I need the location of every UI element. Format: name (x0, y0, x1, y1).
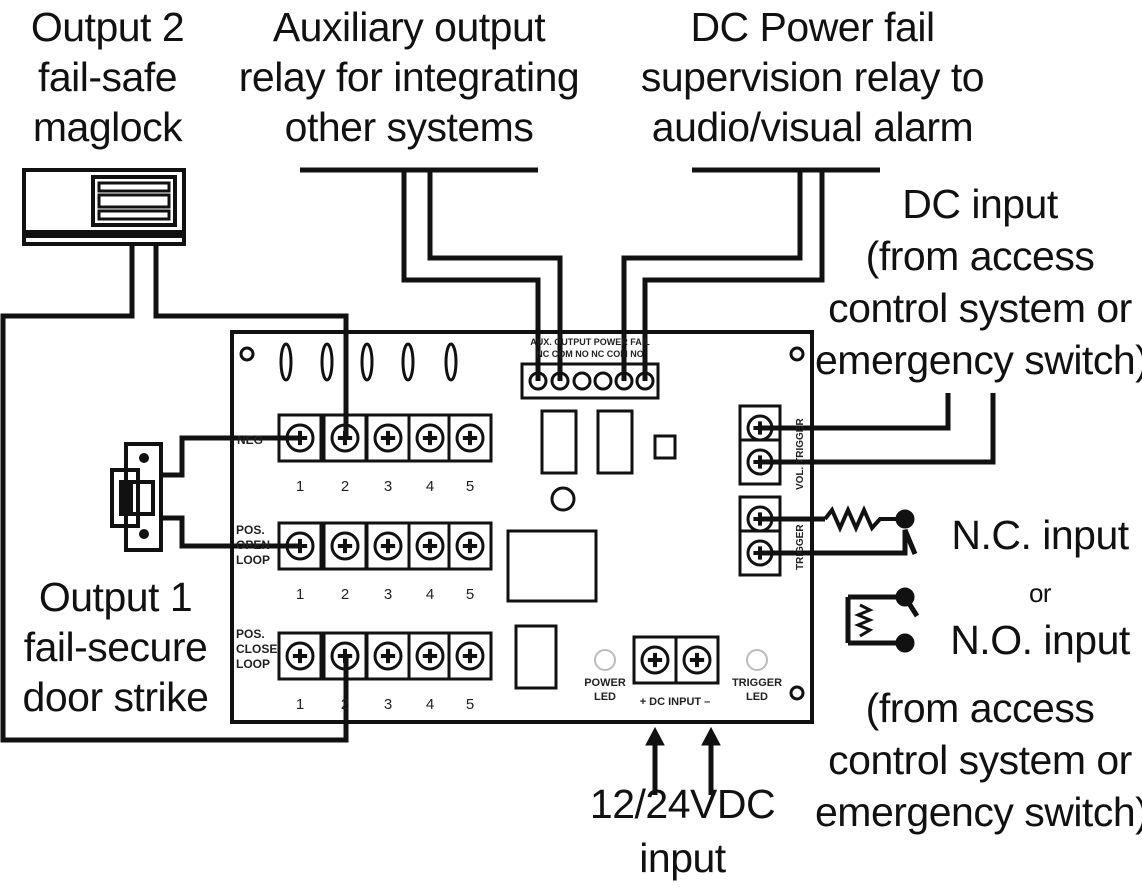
terminal-number: 3 (384, 696, 392, 713)
main-relay (506, 529, 598, 603)
or-label: or (1028, 578, 1052, 608)
dc-input-board-label: + DC INPUT – (640, 696, 711, 708)
relay-terminal-screws (528, 371, 655, 391)
pos-open-label-1: POS. (236, 523, 265, 537)
dc-power-fail-label: DC Power fail supervision relay to audio… (630, 2, 995, 152)
vol-trigger-label: VOL. TRIGGER (795, 418, 806, 490)
output1-line2: fail-secure (23, 624, 208, 670)
terminal-number: 4 (426, 586, 434, 603)
neg-label: NEG (237, 433, 263, 447)
mounting-hole (789, 685, 805, 701)
from-access-label-2: (from access control system or emergency… (815, 682, 1142, 838)
terminal-number: 5 (466, 586, 474, 603)
no-input-label: N.O. input (950, 617, 1130, 663)
dcpf-line1: DC Power fail (690, 4, 935, 50)
terminal-pos-close-1 (277, 631, 323, 681)
terminal-number: 4 (426, 478, 434, 495)
terminal-number: 5 (466, 478, 474, 495)
pos-close-label-2: CLOSE (236, 642, 277, 656)
door-strike-icon (110, 442, 163, 552)
terminal-number: 1 (296, 696, 304, 713)
terminal-number: 5 (466, 696, 474, 713)
output2-line2: fail-safe (37, 54, 178, 100)
terminal-number: 1 (296, 478, 304, 495)
terminal-dc-input-2 (674, 635, 720, 685)
output1-line1: Output 1 (38, 574, 193, 620)
terminal-number: 2 (341, 478, 349, 495)
terminal-pos-open-5 (447, 521, 493, 571)
trigger-led (746, 649, 768, 671)
terminal-blocks (277, 404, 782, 685)
terminal-pos-open-4 (407, 521, 453, 571)
terminal-neg-3 (365, 413, 411, 463)
terminal-number: 1 (296, 586, 304, 603)
vdc-line2: input (639, 835, 726, 881)
relay-header-top: AUX. OUTPUT POWER FAIL (530, 337, 650, 347)
mounting-hole (789, 346, 805, 362)
aux-line3: other systems (284, 104, 534, 150)
capacitor (550, 486, 576, 512)
output2-line3: maglock (32, 104, 183, 150)
fa2-line2: control system or (828, 737, 1132, 783)
output2-line1: Output 2 (30, 4, 185, 50)
power-led (594, 649, 616, 671)
terminal-pos-close-5 (447, 631, 493, 681)
terminal-pos-close-4 (407, 631, 453, 681)
mounting-hole (239, 346, 255, 362)
fa2-line1: (from access (865, 685, 1095, 731)
nc-input-label: N.C. input (951, 512, 1129, 558)
terminal-dc-input-1 (632, 635, 678, 685)
dc-input-label: DC input (from access control system or … (815, 178, 1142, 386)
terminal-neg-4 (407, 413, 453, 463)
pos-open-label-2: OPEN (236, 538, 270, 552)
relay-power-fail (596, 409, 634, 475)
pos-close-label-1: POS. (236, 627, 265, 641)
trigger-led-label-1: TRIGGER (732, 677, 782, 689)
trigger-led-label-2: LED (746, 691, 768, 703)
dcin-line4: emergency switch) (815, 337, 1142, 383)
output1-line3: door strike (22, 674, 209, 720)
terminal-number: 2 (341, 696, 349, 713)
vdc-input-label: 12/24VDC input (565, 777, 800, 885)
power-led-label-2: LED (594, 691, 616, 703)
dcpf-line3: audio/visual alarm (651, 104, 974, 150)
terminal-number: 4 (426, 696, 434, 713)
fuses (279, 342, 458, 382)
dcpf-line2: supervision relay to (640, 54, 985, 100)
aux-line2: relay for integrating (238, 54, 580, 100)
fa2-line3: emergency switch) (815, 789, 1142, 835)
pos-open-label-3: LOOP (236, 553, 270, 567)
output1-label: Output 1 fail-secure door strike (8, 572, 223, 722)
dcin-line2: (from access (865, 233, 1095, 279)
pos-close-label-3: LOOP (236, 657, 270, 671)
terminal-number: 2 (341, 586, 349, 603)
maglock-icon (22, 168, 186, 246)
relay-header-bottom: NC COM NO NC COM NO (536, 349, 644, 359)
relay-aux (540, 409, 578, 475)
pcb-board (230, 330, 814, 724)
terminal-number: 3 (384, 586, 392, 603)
dcin-line3: control system or (828, 285, 1132, 331)
terminal-pos-open-3 (365, 521, 411, 571)
connector-socket (514, 624, 558, 690)
ic-chip (653, 434, 677, 460)
terminal-pos-open-2 (322, 521, 368, 571)
relay-terminal-block (520, 362, 660, 400)
output2-label: Output 2 fail-safe maglock (10, 2, 205, 152)
wires (0, 167, 996, 795)
aux-line1: Auxiliary output (272, 4, 546, 50)
terminal-pos-close-3 (365, 631, 411, 681)
vdc-line1: 12/24VDC (589, 781, 776, 827)
terminal-neg-5 (447, 413, 493, 463)
aux-output-label: Auxiliary output relay for integrating o… (228, 2, 590, 152)
dcin-line1: DC input (902, 181, 1058, 227)
power-led-label-1: POWER (584, 677, 626, 689)
terminal-number: 3 (384, 478, 392, 495)
trigger-label: TRIGGER (795, 524, 806, 570)
